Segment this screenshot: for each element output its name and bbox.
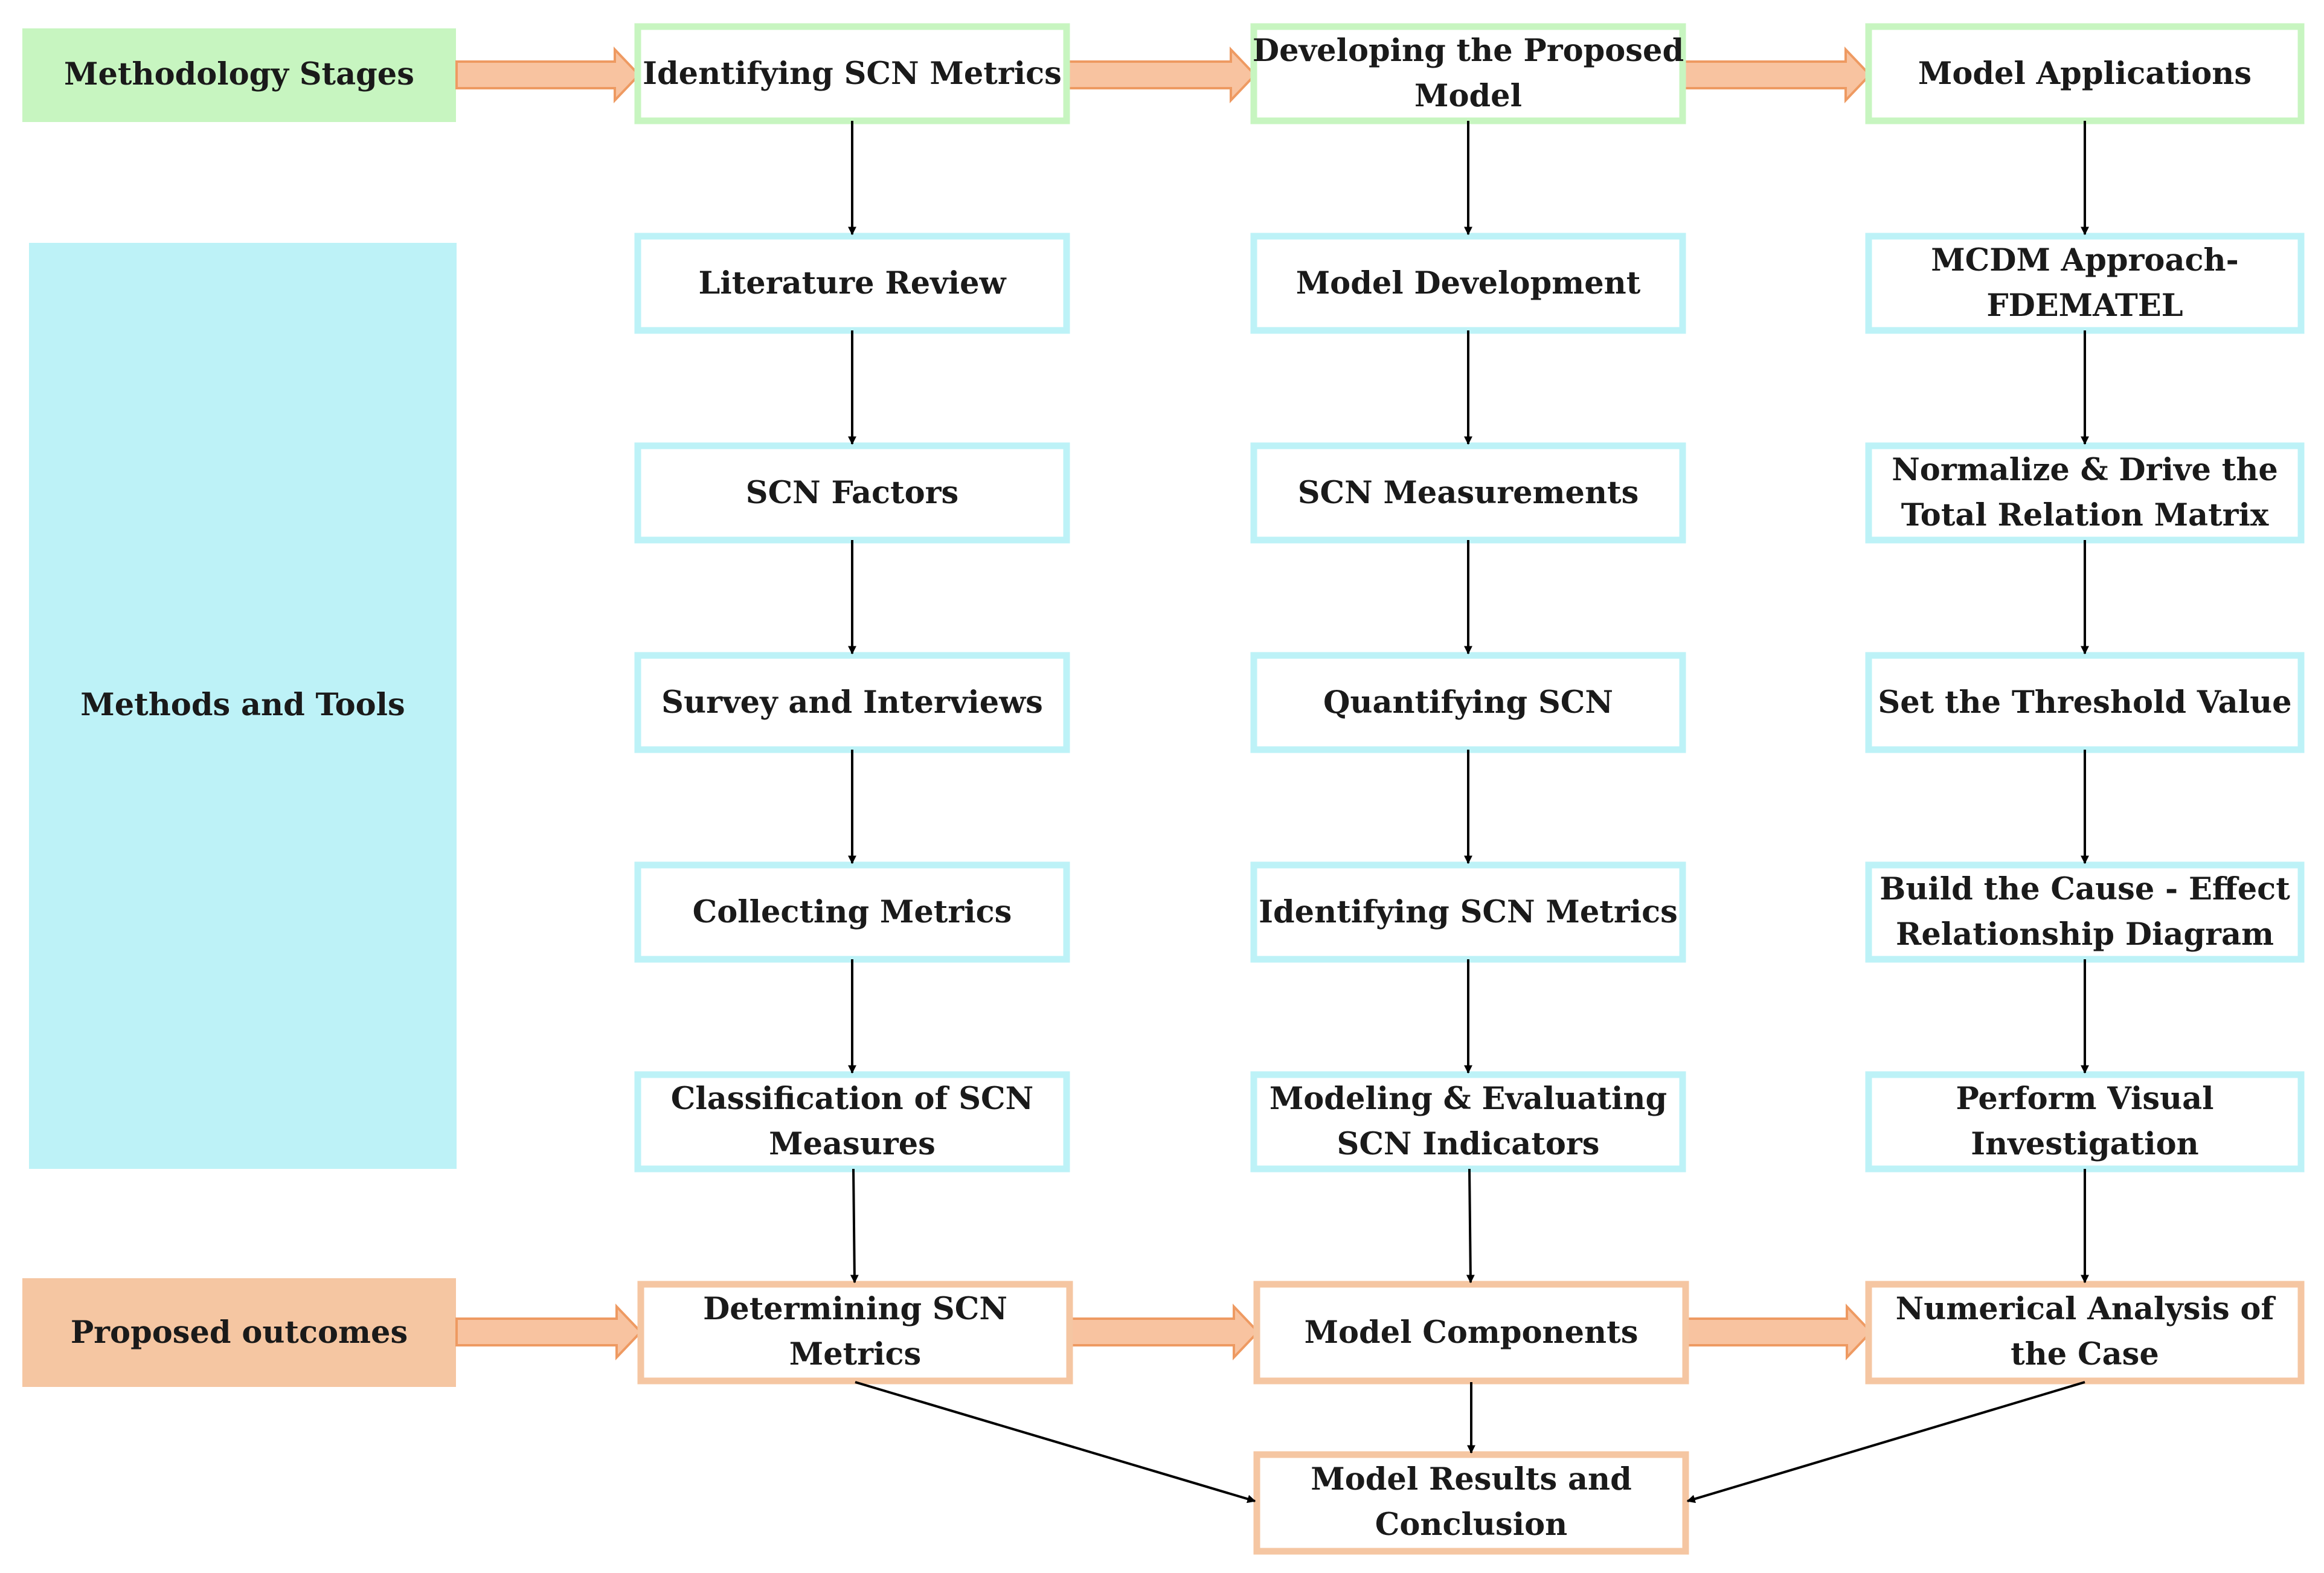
col3-outcome-text-line2: the Case bbox=[2011, 1336, 2159, 1372]
col2-connector-6 bbox=[1466, 1168, 1475, 1284]
col1-to-final-connector bbox=[855, 1381, 1256, 1504]
col2-stage-text-line1: Developing the Proposed bbox=[1253, 33, 1684, 69]
col3-step-1-box: MCDM Approach- FDEMATEL bbox=[1865, 233, 2305, 334]
col3-stage-box: Model Applications bbox=[1865, 23, 2305, 124]
final-results-text-line2: Conclusion bbox=[1375, 1507, 1567, 1543]
col3-step-5-text-line1: Perform Visual bbox=[1956, 1081, 2213, 1117]
col3-step-4-text-line2: Relationship Diagram bbox=[1896, 916, 2274, 953]
col2-stage-box: Developing the Proposed Model bbox=[1250, 23, 1686, 124]
col2-step-2-box: SCN Measurements bbox=[1250, 442, 1686, 544]
final-results-box: Model Results and Conclusion bbox=[1253, 1451, 1689, 1555]
col2-step-5-text-line1: Modeling & Evaluating bbox=[1270, 1081, 1667, 1117]
col2-stage-text-line2: Model bbox=[1414, 78, 1522, 114]
col2-step-5-box: Modeling & Evaluating SCN Indicators bbox=[1250, 1071, 1686, 1173]
col2-outcome-box: Model Components bbox=[1253, 1281, 1689, 1385]
col3-step-4-text-line1: Build the Cause - Effect bbox=[1879, 871, 2290, 907]
proposed-outcomes-panel: Proposed outcomes bbox=[22, 1278, 456, 1387]
col3-stage-text: Model Applications bbox=[1918, 56, 2252, 92]
col3-step-5-box: Perform Visual Investigation bbox=[1865, 1071, 2305, 1173]
methods-and-tools-panel: Methods and Tools bbox=[29, 243, 457, 1169]
col1-stage-box: Identifying SCN Metrics bbox=[634, 23, 1070, 124]
col3-step-2-text-line1: Normalize & Drive the bbox=[1892, 452, 2278, 488]
final-results-text-line1: Model Results and bbox=[1311, 1461, 1632, 1497]
col3-step-3-text: Set the Threshold Value bbox=[1878, 684, 2291, 721]
col1-step-5-box: Classification of SCN Measures bbox=[634, 1071, 1070, 1173]
col1-step-2-box: SCN Factors bbox=[634, 442, 1070, 544]
outcome-arrow-1 bbox=[455, 1304, 643, 1360]
col1-step-1-text: Literature Review bbox=[698, 265, 1006, 301]
col3-to-final-connector bbox=[1686, 1381, 2085, 1504]
col1-outcome-text-line1: Determining SCN bbox=[703, 1291, 1007, 1327]
stage-arrow-2 bbox=[1067, 47, 1257, 103]
col2-step-3-box: Quantifying SCN bbox=[1250, 652, 1686, 753]
col3-outcome-text-line1: Numerical Analysis of bbox=[1896, 1291, 2276, 1327]
methodology-stages-label: Methodology Stages bbox=[64, 56, 414, 92]
col1-step-5-text-line1: Classification of SCN bbox=[671, 1081, 1034, 1117]
col2-step-4-text: Identifying SCN Metrics bbox=[1259, 894, 1678, 930]
col3-outcome-box: Numerical Analysis of the Case bbox=[1865, 1281, 2305, 1385]
col1-outcome-text-line2: Metrics bbox=[789, 1336, 921, 1372]
outcome-arrow-2 bbox=[1070, 1304, 1260, 1360]
stage-arrow-1 bbox=[455, 47, 641, 103]
col1-step-3-text: Survey and Interviews bbox=[661, 684, 1043, 721]
col2-outcome-text: Model Components bbox=[1305, 1314, 1639, 1351]
col1-outcome-box: Determining SCN Metrics bbox=[637, 1281, 1073, 1385]
col2-step-4-box: Identifying SCN Metrics bbox=[1250, 861, 1686, 963]
col3-step-5-text-line2: Investigation bbox=[1971, 1126, 2198, 1162]
col1-connector-6 bbox=[850, 1168, 859, 1284]
col3-step-2-text-line2: Total Relation Matrix bbox=[1901, 497, 2269, 533]
col2-step-3-text: Quantifying SCN bbox=[1323, 684, 1613, 721]
col2-step-5-text-line2: SCN Indicators bbox=[1337, 1126, 1599, 1162]
col3-step-2-box: Normalize & Drive the Total Relation Mat… bbox=[1865, 442, 2305, 544]
col1-step-4-text: Collecting Metrics bbox=[693, 894, 1012, 930]
col3-step-3-box: Set the Threshold Value bbox=[1865, 652, 2305, 753]
stage-arrow-3 bbox=[1681, 47, 1872, 103]
col2-step-1-box: Model Development bbox=[1250, 233, 1686, 334]
col3-step-1-text-line2: FDEMATEL bbox=[1986, 288, 2183, 324]
col1-step-4-box: Collecting Metrics bbox=[634, 861, 1070, 963]
col3-step-1-text-line1: MCDM Approach- bbox=[1931, 242, 2239, 278]
proposed-outcomes-label: Proposed outcomes bbox=[71, 1314, 408, 1351]
col1-step-3-box: Survey and Interviews bbox=[634, 652, 1070, 753]
col1-step-2-text: SCN Factors bbox=[746, 475, 958, 511]
col1-stage-text: Identifying SCN Metrics bbox=[643, 56, 1062, 92]
col1-step-5-text-line2: Measures bbox=[769, 1126, 936, 1162]
col3-step-4-box: Build the Cause - Effect Relationship Di… bbox=[1865, 861, 2305, 963]
col1-step-1-box: Literature Review bbox=[634, 233, 1070, 334]
col2-step-2-text: SCN Measurements bbox=[1298, 475, 1639, 511]
outcome-arrow-3 bbox=[1683, 1304, 1873, 1360]
methods-and-tools-label: Methods and Tools bbox=[80, 687, 405, 723]
col2-step-1-text: Model Development bbox=[1296, 265, 1641, 301]
methodology-stages-panel: Methodology Stages bbox=[22, 28, 456, 122]
